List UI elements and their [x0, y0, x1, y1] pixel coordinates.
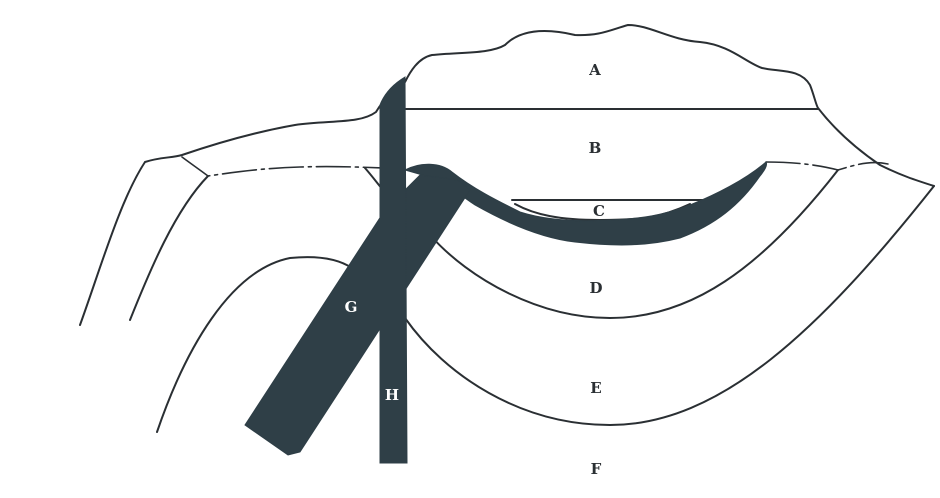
label-b: B [589, 139, 602, 157]
vertical-dike-h [379, 76, 408, 464]
label-e: E [590, 379, 601, 397]
inclined-dike-g [244, 174, 471, 456]
folded-dark-sill [403, 161, 768, 246]
label-c: C [593, 202, 605, 220]
label-h: H [385, 386, 399, 404]
fold-line-inner-left-e [156, 256, 353, 433]
fold-d-top-curve [429, 169, 839, 319]
label-g: G [345, 298, 358, 316]
label-d: D [589, 279, 602, 297]
eroded-fold-top-left [181, 156, 384, 177]
ground-surface-outline [79, 24, 935, 326]
fold-e-top-curve [404, 185, 935, 426]
label-a: A [588, 61, 601, 79]
label-f: F [591, 460, 602, 478]
fold-line-outer-left [129, 175, 209, 321]
eroded-fold-top-right [765, 161, 889, 171]
